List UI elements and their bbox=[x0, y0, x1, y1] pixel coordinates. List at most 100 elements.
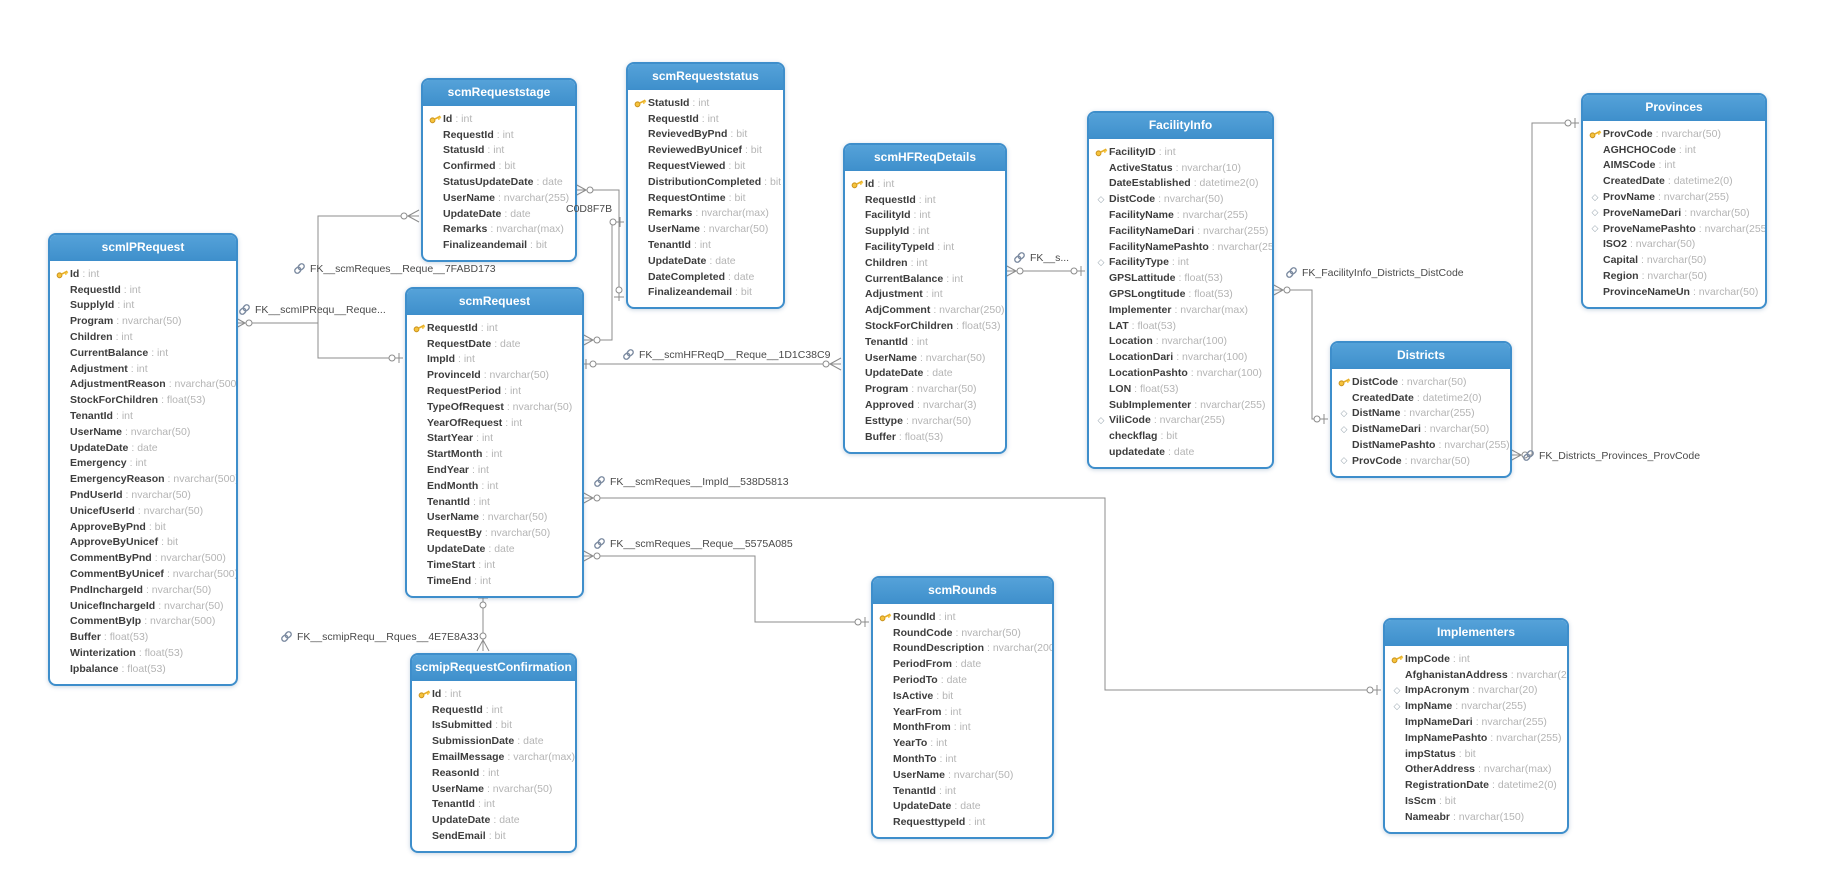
field-row[interactable]: ProvinceNameUn: nvarchar(50) bbox=[1587, 284, 1761, 300]
field-row[interactable]: Id: int bbox=[427, 111, 571, 127]
field-row[interactable]: Adjustment: int bbox=[54, 361, 232, 377]
fk-label[interactable]: FK__scmIPRequ__Reque... bbox=[238, 303, 386, 316]
field-row[interactable]: UserName: nvarchar(50) bbox=[877, 767, 1048, 783]
field-row[interactable]: UnicefInchargeId: nvarchar(50) bbox=[54, 598, 232, 614]
field-row[interactable]: SupplyId: int bbox=[54, 298, 232, 314]
field-row[interactable]: FacilityTypeId: int bbox=[849, 239, 1001, 255]
field-row[interactable]: UserName: nvarchar(255) bbox=[427, 190, 571, 206]
field-row[interactable]: EmailMessage: varchar(max) bbox=[416, 749, 575, 765]
field-row[interactable]: ◇ImpName: nvarchar(255) bbox=[1389, 698, 1563, 714]
field-row[interactable]: UserName: nvarchar(50) bbox=[416, 781, 571, 797]
field-row[interactable]: DistCode: nvarchar(50) bbox=[1336, 374, 1506, 390]
field-row[interactable]: ReasonId: int bbox=[416, 765, 571, 781]
field-row[interactable]: TimeStart: int bbox=[411, 557, 578, 573]
fk-label[interactable]: C0D8F7B bbox=[566, 203, 612, 215]
field-row[interactable]: ISO2: nvarchar(50) bbox=[1587, 237, 1761, 253]
connector-scmRequeststage-to-scmRequest[interactable] bbox=[317, 209, 420, 358]
field-row[interactable]: RequestId: int bbox=[54, 282, 232, 298]
field-row[interactable]: EmergencyReason: nvarchar(500) bbox=[54, 471, 236, 487]
field-row[interactable]: ◇ProveNamePashto: nvarchar(255) bbox=[1587, 221, 1765, 237]
field-row[interactable]: GPSLongtitude: float(53) bbox=[1093, 286, 1268, 302]
field-row[interactable]: PndUserId: nvarchar(50) bbox=[54, 487, 232, 503]
field-row[interactable]: RequestId: int bbox=[416, 702, 571, 718]
field-row[interactable]: StatusId: int bbox=[427, 143, 571, 159]
field-row[interactable]: ImpId: int bbox=[411, 352, 578, 368]
table-title[interactable]: Districts bbox=[1332, 343, 1510, 369]
field-row[interactable]: ◇FacilityType: int bbox=[1093, 255, 1268, 271]
field-row[interactable]: IsActive: bit bbox=[877, 688, 1048, 704]
field-row[interactable]: TenantId: int bbox=[632, 237, 779, 253]
field-row[interactable]: UnicefUserId: nvarchar(50) bbox=[54, 503, 232, 519]
table-title[interactable]: Provinces bbox=[1583, 95, 1765, 121]
field-row[interactable]: StatusId: int bbox=[632, 95, 779, 111]
table-title[interactable]: scmIPRequest bbox=[50, 235, 236, 261]
field-row[interactable]: ProvinceId: nvarchar(50) bbox=[411, 367, 578, 383]
field-row[interactable]: MonthFrom: int bbox=[877, 720, 1048, 736]
table-title[interactable]: scmRequeststatus bbox=[628, 64, 783, 90]
field-row[interactable]: AGHCHOCode: int bbox=[1587, 142, 1761, 158]
field-row[interactable]: LocationDari: nvarchar(100) bbox=[1093, 349, 1268, 365]
field-row[interactable]: StockForChildren: float(53) bbox=[54, 392, 232, 408]
field-row[interactable]: CommentByIp: nvarchar(500) bbox=[54, 614, 232, 630]
field-row[interactable]: CurrentBalance: int bbox=[849, 271, 1001, 287]
field-row[interactable]: YearFrom: int bbox=[877, 704, 1048, 720]
field-row[interactable]: RequestOntime: bit bbox=[632, 190, 779, 206]
field-row[interactable]: ImpNameDari: nvarchar(255) bbox=[1389, 714, 1563, 730]
field-row[interactable]: ◇ProvCode: nvarchar(50) bbox=[1336, 453, 1506, 469]
field-row[interactable]: UpdateDate: date bbox=[416, 812, 571, 828]
field-row[interactable]: UpdateDate: date bbox=[877, 799, 1048, 815]
connector-scmHFReqDetails-to-scmRequest[interactable] bbox=[582, 357, 842, 371]
field-row[interactable]: SendEmail: bit bbox=[416, 828, 571, 844]
field-row[interactable]: CurrentBalance: int bbox=[54, 345, 232, 361]
field-row[interactable]: AfghanistanAddress: nvarchar(255) bbox=[1389, 667, 1567, 683]
field-row[interactable]: YearOfRequest: int bbox=[411, 415, 578, 431]
table-title[interactable]: FacilityInfo bbox=[1089, 113, 1272, 139]
field-row[interactable]: Id: int bbox=[849, 176, 1001, 192]
field-row[interactable]: PeriodFrom: date bbox=[877, 656, 1048, 672]
field-row[interactable]: FacilityNameDari: nvarchar(255) bbox=[1093, 223, 1268, 239]
field-row[interactable]: FacilityNamePashto: nvarchar(255) bbox=[1093, 239, 1272, 255]
field-row[interactable]: CommentByPnd: nvarchar(500) bbox=[54, 550, 232, 566]
fk-label[interactable]: FK__scmReques__ImpId__538D5813 bbox=[593, 475, 789, 488]
field-row[interactable]: Buffer: float(53) bbox=[54, 629, 232, 645]
field-row[interactable]: RevievedByPnd: bit bbox=[632, 127, 779, 143]
field-row[interactable]: EndYear: int bbox=[411, 462, 578, 478]
connector-scmHFReqDetails-to-FacilityInfo[interactable] bbox=[1004, 264, 1085, 278]
field-row[interactable]: TimeEnd: int bbox=[411, 573, 578, 589]
field-row[interactable]: AdjustmentReason: nvarchar(500) bbox=[54, 377, 236, 393]
field-row[interactable]: TenantId: int bbox=[411, 494, 578, 510]
field-row[interactable]: Children: int bbox=[849, 255, 1001, 271]
field-row[interactable]: RequestId: int bbox=[411, 320, 578, 336]
table-title[interactable]: scmRounds bbox=[873, 578, 1052, 604]
field-row[interactable]: RequestBy: nvarchar(50) bbox=[411, 525, 578, 541]
fk-label[interactable]: FK__scmReques__Reque__5575A085 bbox=[593, 537, 793, 550]
fk-label[interactable]: FK__scmReques__Reque__7FABD173 bbox=[293, 262, 496, 275]
field-row[interactable]: ReviewedByUnicef: bit bbox=[632, 142, 779, 158]
field-row[interactable]: GPSLattitude: float(53) bbox=[1093, 270, 1268, 286]
field-row[interactable]: MonthTo: int bbox=[877, 751, 1048, 767]
field-row[interactable]: LAT: float(53) bbox=[1093, 318, 1268, 334]
field-row[interactable]: TenantId: int bbox=[849, 334, 1001, 350]
fk-label[interactable]: FK__scmHFReqD__Reque__1D1C38C9 bbox=[622, 348, 830, 361]
field-row[interactable]: Approved: nvarchar(3) bbox=[849, 397, 1001, 413]
field-row[interactable]: Location: nvarchar(100) bbox=[1093, 334, 1268, 350]
field-row[interactable]: Remarks: nvarchar(max) bbox=[632, 206, 779, 222]
field-row[interactable]: ProvCode: nvarchar(50) bbox=[1587, 126, 1761, 142]
field-row[interactable]: SubmissionDate: date bbox=[416, 733, 571, 749]
field-row[interactable]: updatedate: date bbox=[1093, 444, 1268, 460]
field-row[interactable]: ◇ImpAcronym: nvarchar(20) bbox=[1389, 683, 1563, 699]
fk-label[interactable]: FK_FacilityInfo_Districts_DistCode bbox=[1285, 266, 1464, 279]
field-row[interactable]: Id: int bbox=[54, 266, 232, 282]
field-row[interactable]: ImpCode: int bbox=[1389, 651, 1563, 667]
field-row[interactable]: PeriodTo: date bbox=[877, 672, 1048, 688]
table-title[interactable]: scmRequeststage bbox=[423, 80, 575, 106]
field-row[interactable]: TenantId: int bbox=[416, 797, 571, 813]
field-row[interactable]: CommentByUnicef: nvarchar(500) bbox=[54, 566, 236, 582]
connector-scmRequest-to-scmipRequestConfirmation[interactable] bbox=[476, 594, 490, 652]
